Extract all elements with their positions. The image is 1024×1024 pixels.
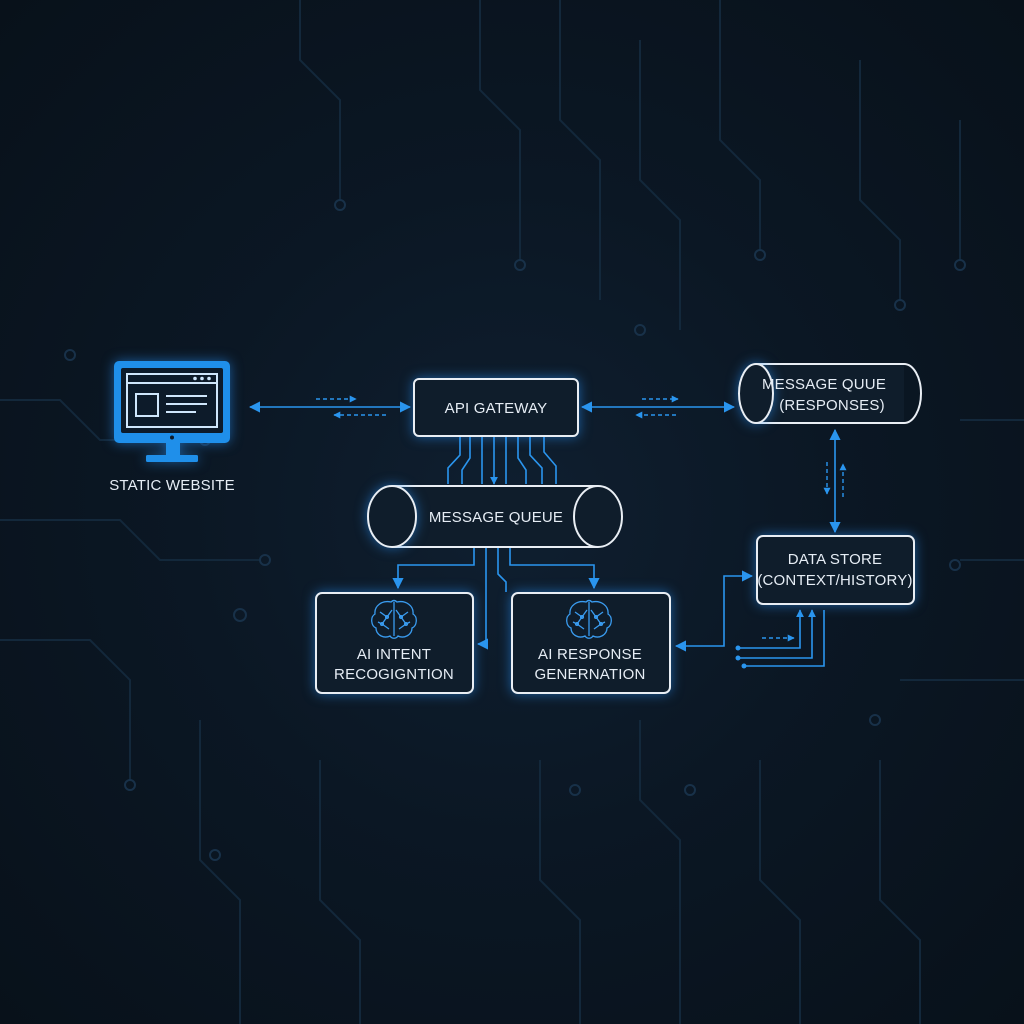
connector-datastore-aux-2: [738, 609, 816, 659]
data-store-box: [756, 535, 915, 605]
connector-node-dot: [735, 645, 741, 651]
static-website-label: STATIC WEBSITE: [109, 477, 235, 494]
node-ai-response: AI RESPONSE GENERNATION: [511, 592, 671, 694]
node-api-gateway: API GATEWAY: [413, 378, 579, 437]
connector-datastore-aux-3: [744, 610, 825, 667]
connector-queue-intent: [392, 548, 475, 590]
ai-intent-box: [315, 592, 474, 694]
message-queue-left-cap: [367, 485, 417, 548]
brain-icon: [371, 599, 417, 639]
node-ai-intent: AI INTENT RECOGIGNTION: [315, 592, 474, 694]
data-store-label-line1: DATA STORE: [788, 551, 883, 568]
node-message-queue: MESSAGE QUEUE: [367, 485, 623, 548]
ai-response-label-line2: GENERNATION: [534, 666, 645, 683]
ai-intent-label-line2: RECOGIGNTION: [334, 666, 454, 683]
ai-response-box: [511, 592, 671, 694]
ai-intent-label-line1: AI INTENT: [357, 646, 431, 663]
connector-node-dot: [735, 655, 741, 661]
brain-icon: [566, 599, 612, 639]
connector-node-dot: [741, 663, 747, 669]
node-data-store: DATA STORE (CONTEXT/HISTORY): [756, 535, 915, 605]
api-gateway-label: API GATEWAY: [445, 400, 548, 417]
responses-queue-left-cap: [738, 363, 774, 424]
responses-queue-label-line1: MESSAGE QUUE: [762, 376, 886, 393]
connector-response-datastore: [674, 570, 754, 652]
responses-queue-label-line2: (RESPONSES): [779, 397, 885, 414]
monitor-icon: [114, 361, 230, 462]
api-gateway-box: [413, 378, 579, 437]
node-static-website: STATIC WEBSITE: [109, 361, 235, 494]
connectors: [248, 395, 847, 669]
connector-queue-response-a: [497, 548, 507, 592]
data-store-label-line2: (CONTEXT/HISTORY): [757, 572, 912, 589]
message-queue-label: MESSAGE QUEUE: [429, 509, 563, 526]
connector-intent-return: [476, 548, 489, 650]
ai-response-label-line1: AI RESPONSE: [538, 646, 642, 663]
connector-gateway-queue-bus: [447, 437, 557, 485]
connector-queue-response: [509, 548, 600, 590]
message-queue-body: [392, 486, 600, 547]
connector-datastore-aux-1: [738, 609, 804, 649]
node-message-queue-responses: MESSAGE QUUE (RESPONSES): [738, 363, 922, 424]
